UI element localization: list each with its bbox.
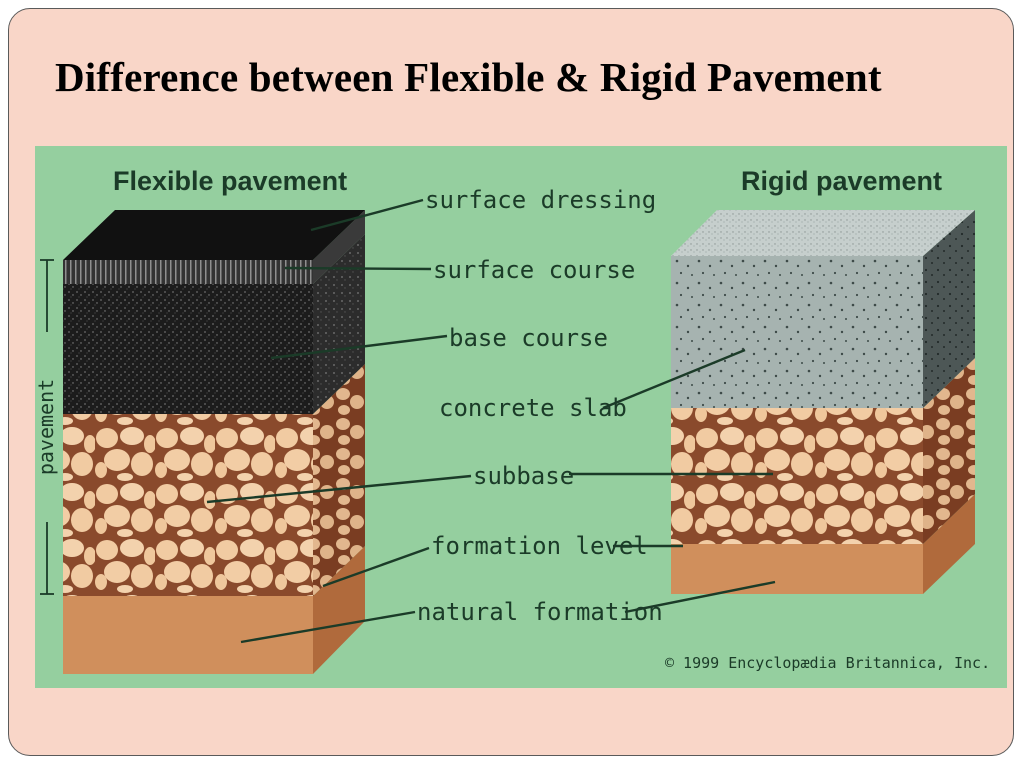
flexible-base-side xyxy=(313,234,365,414)
rigid-slab-side xyxy=(923,210,975,408)
leader-formation-level-left xyxy=(322,546,430,588)
label-base-course: base course xyxy=(449,324,608,352)
flexible-pavement-block xyxy=(63,210,365,674)
flexible-soil-front xyxy=(63,596,313,674)
flexible-soil-side xyxy=(313,546,365,674)
label-surface-course: surface course xyxy=(433,256,635,284)
slide-title: Difference between Flexible & Rigid Pave… xyxy=(55,54,882,100)
leader-lines xyxy=(206,198,776,644)
rigid-pavement-block xyxy=(671,210,975,594)
slide: Difference between Flexible & Rigid Pave… xyxy=(8,8,1014,756)
leader-surface-course xyxy=(284,266,432,271)
label-natural-formation: natural formation xyxy=(417,598,663,626)
leader-surface-dressing xyxy=(310,198,424,232)
copyright-notice: © 1999 Encyclopædia Britannica, Inc. xyxy=(665,654,990,672)
rigid-slab-top xyxy=(671,210,975,256)
flexible-subbase-side xyxy=(313,364,365,596)
rigid-subbase-side xyxy=(923,358,975,544)
label-formation-level: formation level xyxy=(431,532,648,560)
rigid-slab-front xyxy=(671,256,923,408)
flexible-surface-course-side xyxy=(313,210,365,284)
flexible-subbase-front xyxy=(63,414,313,596)
pavement-diagram: pavement Flexible pavement Rigid pavemen… xyxy=(35,146,1007,688)
leader-concrete-slab xyxy=(602,348,746,410)
rigid-pavement-heading: Rigid pavement xyxy=(741,166,942,196)
pavement-side-label: pavement xyxy=(35,379,58,475)
flexible-top-surface xyxy=(63,210,365,260)
flexible-pavement-heading: Flexible pavement xyxy=(113,166,347,196)
rigid-soil-front xyxy=(671,544,923,594)
label-surface-dressing: surface dressing xyxy=(425,186,656,214)
label-concrete-slab: concrete slab xyxy=(439,394,627,422)
flexible-surface-course-front xyxy=(63,260,313,284)
leader-base-course xyxy=(270,334,448,360)
leader-subbase-left xyxy=(206,474,472,504)
rigid-soil-side xyxy=(923,494,975,594)
label-subbase: subbase xyxy=(473,462,574,490)
flexible-base-front xyxy=(63,284,313,414)
leader-natural-formation-right xyxy=(624,580,776,614)
rigid-subbase-front xyxy=(671,408,923,544)
leader-natural-formation-left xyxy=(240,610,416,644)
